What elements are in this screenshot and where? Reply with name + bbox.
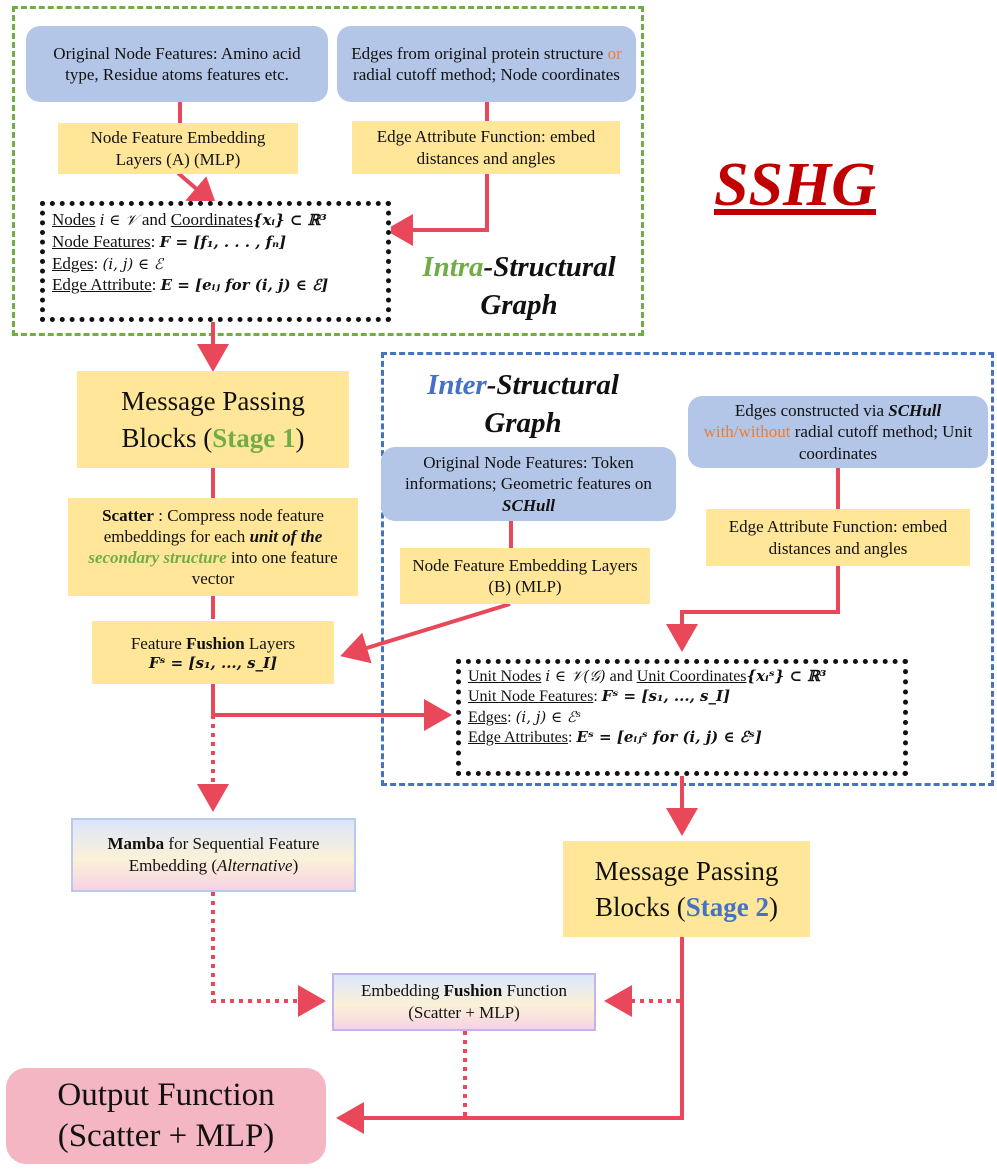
scatter-box: Scatter : Compress node feature embeddin… [68, 498, 358, 596]
intra-edges-box: Edges from original protein structure or… [337, 26, 636, 102]
embedding-fusion-box: Embedding Fushion Function (Scatter + ML… [332, 973, 596, 1031]
intra-structural-region [12, 6, 644, 336]
inter-structural-region [381, 352, 994, 786]
inter-title: Inter-Structural Graph [427, 369, 619, 439]
feature-fusion-layers: Feature Fushion Layers Fˢ = [s₁, ..., s_… [92, 621, 334, 684]
output-function-box: Output Function (Scatter + MLP) [6, 1068, 326, 1164]
intra-graph-definition: Nodes i ∈ 𝒱 and Coordinates{xᵢ} ⊂ ℝ³ Nod… [40, 201, 391, 322]
arrow-edgeattr-to-unit-def [666, 566, 840, 652]
stage1-message-passing: Message Passing Blocks (Stage 1) [77, 371, 349, 468]
intra-edge-attr-box: Edge Attribute Function: embed distances… [352, 121, 620, 174]
arrow-stage2-to-output [336, 937, 684, 1134]
stage2-message-passing: Message Passing Blocks (Stage 2) [563, 841, 810, 937]
diagram-title: SSHG [714, 151, 876, 219]
inter-graph-definition: Unit Nodes i ∈ 𝒱(𝒢) and Unit Coordinates… [456, 659, 908, 776]
arrow-edgeattr-to-def [385, 174, 489, 246]
dotted-mamba-to-emb-fusion [211, 892, 326, 1017]
arrow-fusion-to-unit-def [211, 684, 452, 731]
inter-embed-box: Node Feature Embedding Layers (B) (MLP) [400, 548, 650, 604]
inter-edge-attr-box: Edge Attribute Function: embed distances… [706, 509, 970, 566]
arrow-embed-b-to-fusion [340, 602, 511, 664]
intra-node-features-box: Original Node Features: Amino acid type,… [26, 26, 328, 102]
intra-title: Intra-Structural Graph [422, 251, 616, 321]
inter-node-features-box: Original Node Features: Token informatio… [381, 447, 676, 521]
mamba-box: Mamba for Sequential Feature Embedding (… [71, 818, 356, 892]
intra-embed-box: Node Feature Embedding Layers (A) (MLP) [58, 123, 298, 174]
arrow-embed-a-to-def [176, 171, 218, 207]
